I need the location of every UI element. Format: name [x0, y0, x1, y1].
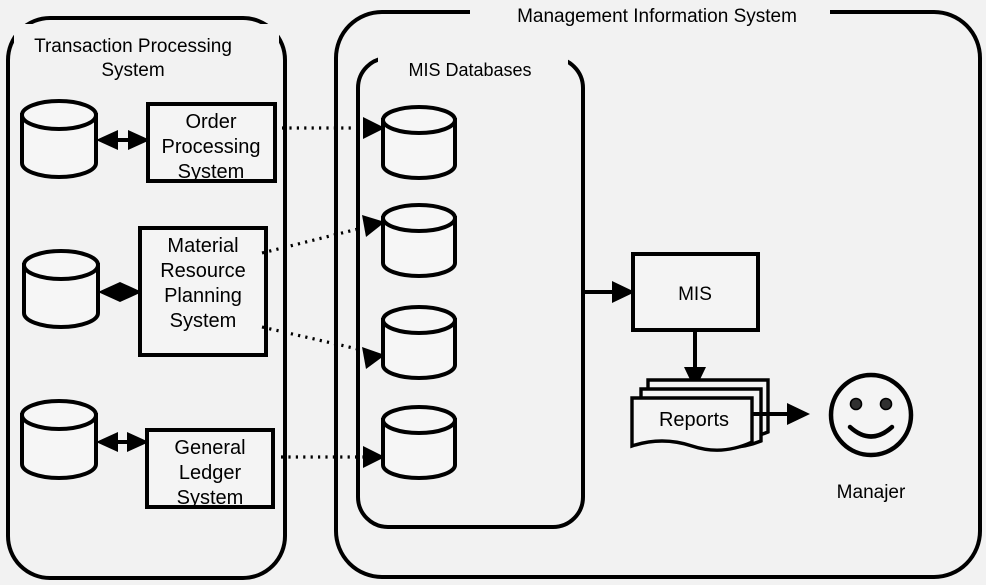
- mis-database-2: [381, 203, 457, 278]
- manajer-label: Manajer: [837, 482, 906, 503]
- smiley-left-eye-icon: [849, 397, 863, 411]
- gls-label-line1: General: [174, 437, 245, 459]
- connector-mrp-to-mis-db3: [261, 325, 385, 369]
- reports-label: Reports: [659, 409, 729, 431]
- mrp-label-line1: Material: [167, 235, 238, 257]
- connector-db3-to-gls: [96, 432, 149, 452]
- mis-box[interactable]: MIS: [631, 252, 760, 332]
- tps-database-1: [20, 99, 98, 179]
- smiley-mouth-icon: [847, 424, 895, 439]
- connector-ops-to-mis-db1: [282, 117, 385, 139]
- mis-box-label: MIS: [678, 284, 712, 305]
- ops-label-line1: Order: [185, 111, 236, 133]
- tps-database-2: [22, 249, 100, 329]
- tps-title-line2: System: [101, 60, 164, 81]
- connector-db2-to-mrp: [98, 282, 142, 302]
- mis-database-1: [381, 105, 457, 180]
- mis-db-title-backdrop: [378, 52, 568, 78]
- mis-title-backdrop: [470, 2, 830, 28]
- mis-title: Management Information System: [517, 6, 797, 27]
- ops-label-line3: System: [178, 161, 245, 183]
- mis-databases-title: MIS Databases: [408, 60, 531, 80]
- mis-database-4: [381, 405, 457, 480]
- smiley-right-eye-icon: [879, 397, 893, 411]
- tps-title-line1: Transaction Processing: [34, 36, 232, 57]
- material-resource-planning-system-box[interactable]: Material Resource Planning System: [138, 226, 268, 357]
- tps-title-backdrop: [14, 24, 279, 52]
- gls-label-line3: System: [177, 487, 244, 509]
- connector-reports-to-manajer: [752, 403, 810, 425]
- connector-gls-to-mis-db4: [281, 446, 385, 468]
- reports-sheet-front: [630, 396, 754, 452]
- connector-mrp-to-mis-db2: [261, 215, 385, 255]
- ops-label-line2: Processing: [162, 136, 261, 158]
- transaction-processing-system-container: [6, 16, 287, 580]
- mrp-label-line2: Resource: [160, 260, 246, 282]
- general-ledger-system-box[interactable]: General Ledger System: [145, 428, 275, 509]
- manajer-actor[interactable]: Manajer: [828, 372, 914, 503]
- mrp-label-line3: Planning: [164, 285, 242, 307]
- connector-mis-db-to-mis: [583, 281, 635, 303]
- mis-database-3: [381, 305, 457, 380]
- tps-database-3: [20, 399, 98, 480]
- order-processing-system-box[interactable]: Order Processing System: [146, 102, 277, 183]
- smiley-face-icon: [828, 372, 914, 458]
- connector-db1-to-ops: [96, 130, 150, 150]
- reports-document-stack[interactable]: Reports: [630, 378, 770, 452]
- gls-label-line2: Ledger: [179, 462, 242, 484]
- mrp-label-line4: System: [170, 310, 237, 332]
